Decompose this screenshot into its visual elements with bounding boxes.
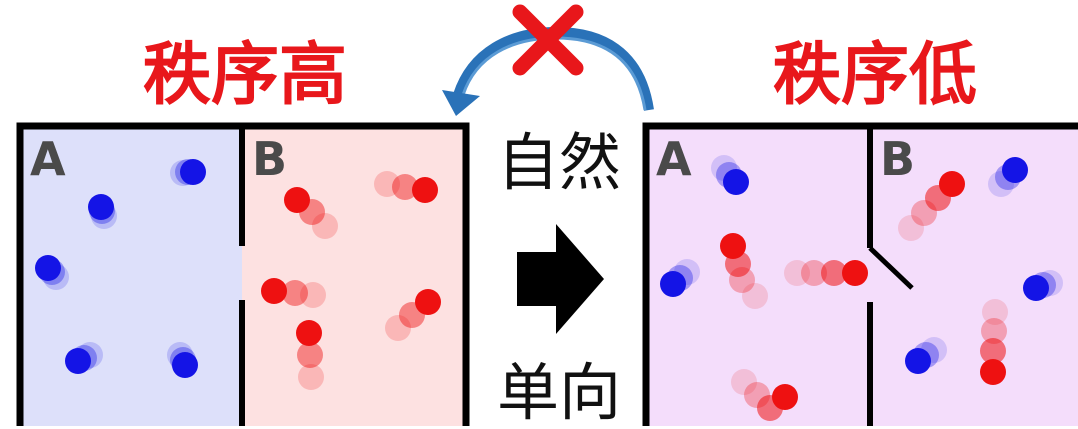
spontaneous-label: 自然	[496, 126, 621, 199]
red-particle	[415, 289, 441, 315]
one-way-label: 单向	[496, 356, 621, 429]
chamber-a-label: A	[656, 132, 692, 186]
cross-icon	[512, 4, 584, 76]
red-particle	[842, 260, 868, 286]
red-particle	[296, 320, 322, 346]
chamber-b-label: B	[252, 132, 287, 186]
blue-particle	[88, 194, 114, 220]
blue-particle	[1002, 157, 1028, 183]
red-particle	[980, 359, 1006, 385]
red-particle	[939, 171, 965, 197]
red-particle	[412, 177, 438, 203]
blue-particle	[180, 159, 206, 185]
red-particle	[772, 384, 798, 410]
red-particles-ordered	[261, 171, 441, 390]
red-particle	[720, 233, 746, 259]
blue-particle	[1023, 275, 1049, 301]
chamber-b-label: B	[880, 132, 915, 186]
ordered-container: A B	[16, 122, 470, 426]
blue-particle	[723, 169, 749, 195]
blue-particles-ordered	[35, 159, 206, 378]
blue-particle	[905, 348, 931, 374]
red-particle	[284, 187, 310, 213]
blue-particles-mixed	[660, 155, 1063, 374]
blue-particle	[35, 255, 61, 281]
blue-particle	[172, 352, 198, 378]
blue-particle	[65, 348, 91, 374]
chamber-a-label: A	[30, 132, 66, 186]
ordered-title: 秩序高	[142, 36, 347, 115]
disordered-title: 秩序低	[772, 36, 977, 115]
chamber-b-ordered	[242, 126, 466, 426]
disordered-container: A B	[642, 122, 1078, 426]
right-arrow-icon	[517, 224, 604, 334]
red-particle	[261, 278, 287, 304]
blue-particle	[660, 271, 686, 297]
red-particles-mixed	[720, 171, 1008, 421]
open-door	[868, 246, 914, 290]
